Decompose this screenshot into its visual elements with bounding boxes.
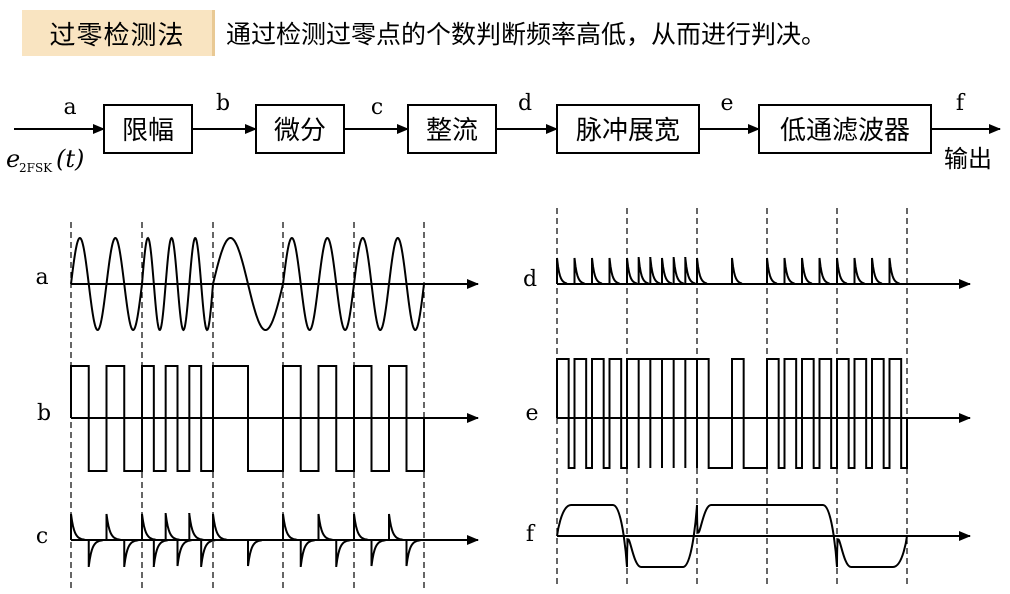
- waveform-d-pulse-18: [871, 257, 883, 285]
- waveform-b-square: [70, 365, 425, 472]
- waveform-c-spike-18: [388, 513, 404, 541]
- block-label-differentiator: 微分: [274, 116, 326, 146]
- waveform-c-spike-12: [282, 513, 298, 541]
- node-labels: a b c d e f: [63, 91, 965, 120]
- block-labels: 限幅 微分 整流 脉冲展宽 低通滤波器: [122, 116, 910, 146]
- block-diagram: [14, 104, 1001, 154]
- node-label-a: a: [63, 95, 76, 120]
- waveform-c-spike-2: [105, 513, 121, 541]
- waveform-c-spike-0: [70, 513, 86, 541]
- waveform-label-d: d: [523, 267, 537, 292]
- waveform-d-pulse-9: [684, 257, 696, 285]
- waveform-c-spike-6: [164, 513, 180, 541]
- waveform-d-pulse-4: [626, 257, 638, 285]
- waveform-c-spike-14: [317, 513, 333, 541]
- block-label-lowpass-filter: 低通滤波器: [780, 116, 910, 146]
- waveform-label-a: a: [35, 265, 48, 290]
- waveform-d-pulse-12: [766, 257, 778, 285]
- block-label-limiter: 限幅: [122, 116, 174, 146]
- waveform-d-pulse-17: [853, 257, 865, 285]
- waveform-c-spike-3: [123, 539, 139, 567]
- method-description: 通过检测过零点的个数判断频率高低，从而进行判决。: [226, 20, 827, 49]
- block-label-rectifier: 整流: [426, 116, 478, 146]
- block-label-pulse-stretcher: 脉冲展宽: [576, 116, 680, 146]
- input-signal-subscript: 2FSK: [19, 161, 53, 175]
- waveform-c-spike-4: [141, 513, 157, 541]
- waveform-e-stretched: [556, 358, 908, 469]
- waveform-d-pulse-6: [649, 257, 661, 285]
- output-label: 输出: [944, 145, 992, 173]
- waveform-d-pulse-8: [672, 257, 684, 285]
- node-label-d: d: [518, 91, 532, 116]
- waveform-c-spike-17: [370, 539, 386, 567]
- waveform-d-pulse-7: [661, 257, 673, 285]
- waveform-d-pulse-14: [801, 257, 813, 285]
- waveform-c-spike-15: [335, 539, 351, 567]
- waveform-c-spike-5: [152, 539, 168, 567]
- block-pulse-stretcher: [556, 104, 700, 154]
- waveform-c-spike-1: [87, 539, 103, 567]
- waveform-c-spike-9: [200, 539, 216, 567]
- node-label-b: b: [216, 91, 230, 116]
- waveform-d-pulse-2: [591, 257, 603, 285]
- node-label-e: e: [720, 91, 733, 116]
- waveform-label-e: e: [525, 401, 538, 426]
- waveform-c-spike-10: [212, 513, 228, 541]
- waveform-c-spike-11: [247, 539, 263, 567]
- node-label-f: f: [956, 91, 966, 116]
- waveform-d-pulse-11: [731, 257, 743, 285]
- method-title-tag: 过零检测法: [22, 10, 215, 56]
- waveform-label-f: f: [526, 522, 536, 547]
- method-title: 过零检测法: [49, 20, 185, 51]
- waveform-d-pulse-3: [608, 257, 620, 285]
- node-label-c: c: [371, 95, 383, 120]
- waveform-d-pulse-15: [818, 257, 830, 285]
- block-lowpass-filter: [758, 104, 932, 154]
- block-differentiator: [255, 104, 345, 154]
- waveform-c-spike-16: [353, 513, 369, 541]
- waveform-label-b: b: [37, 401, 51, 426]
- waveform-d-pulse-13: [783, 257, 795, 285]
- waveform-label-c: c: [36, 524, 48, 549]
- input-signal-arg: (t): [56, 145, 84, 173]
- waveform-c-spike-19: [405, 539, 421, 567]
- waveform-d-pulse-16: [836, 257, 848, 285]
- waveform-c-spike-8: [188, 513, 204, 541]
- waveform-d-pulse-10: [696, 257, 708, 285]
- input-signal-label: e 2FSK (t): [6, 145, 84, 175]
- input-signal-symbol: e: [6, 145, 20, 173]
- waveform-c-spike-13: [299, 539, 315, 567]
- waveform-f-lowpass: [556, 504, 908, 568]
- waveform-labels: a b c d e f: [35, 265, 538, 549]
- waveform-d-pulse-1: [573, 257, 585, 285]
- waveform-c-spike-7: [176, 539, 192, 567]
- waveform-d-pulse-19: [888, 257, 900, 285]
- waveform-d-pulse-0: [556, 257, 568, 285]
- waveform-area: [70, 208, 971, 588]
- waveform-d-pulse-5: [637, 257, 649, 285]
- waveform-a-sine: [70, 236, 425, 332]
